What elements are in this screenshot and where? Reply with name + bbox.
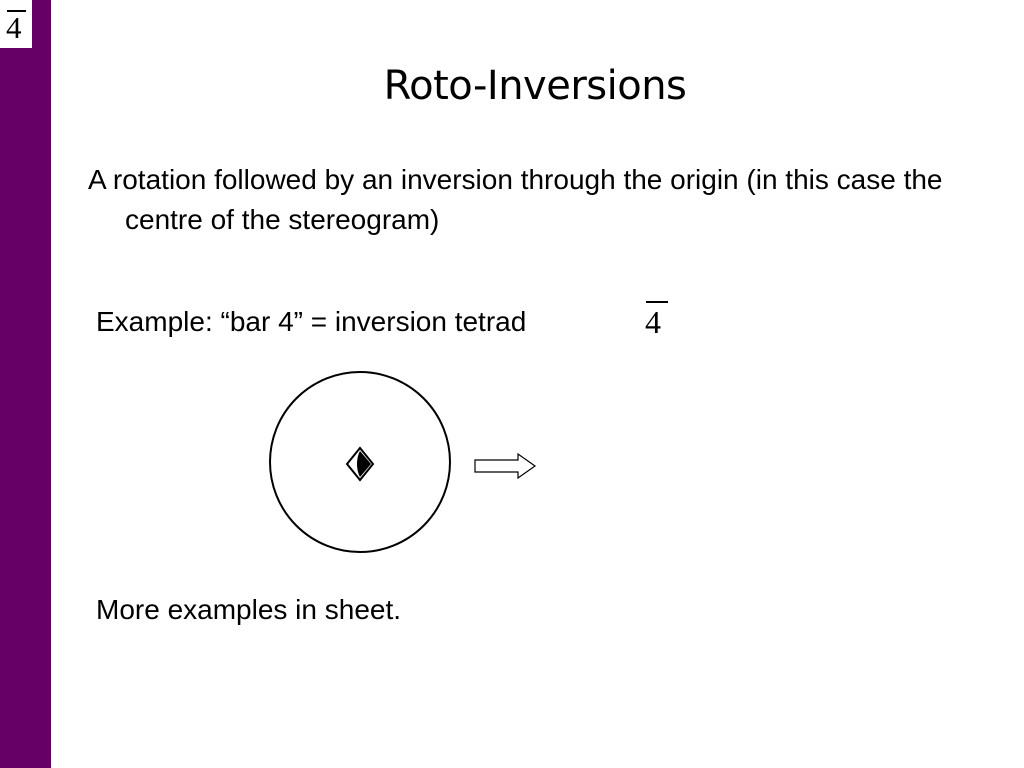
- more-examples-text: More examples in sheet.: [96, 594, 402, 625]
- right-arrow-icon: [474, 452, 537, 480]
- example-text: Example: “bar 4” = inversion tetrad: [96, 306, 527, 337]
- bar-four-symbol: 4: [643, 300, 673, 344]
- stereogram-circle: [269, 371, 451, 553]
- sidebar: 4: [0, 0, 51, 768]
- stereogram-diagram: [269, 371, 451, 553]
- bar-four-badge: 4: [0, 0, 32, 48]
- overbar-line: [646, 301, 668, 303]
- badge-digit: 4: [6, 10, 22, 45]
- slide-title: Roto-Inversions: [383, 63, 687, 109]
- definition-text: A rotation followed by an inversion thro…: [88, 164, 943, 235]
- bar-four-digit: 4: [645, 304, 661, 340]
- overbar-line: [7, 10, 26, 12]
- inversion-tetrad-icon: [345, 446, 375, 482]
